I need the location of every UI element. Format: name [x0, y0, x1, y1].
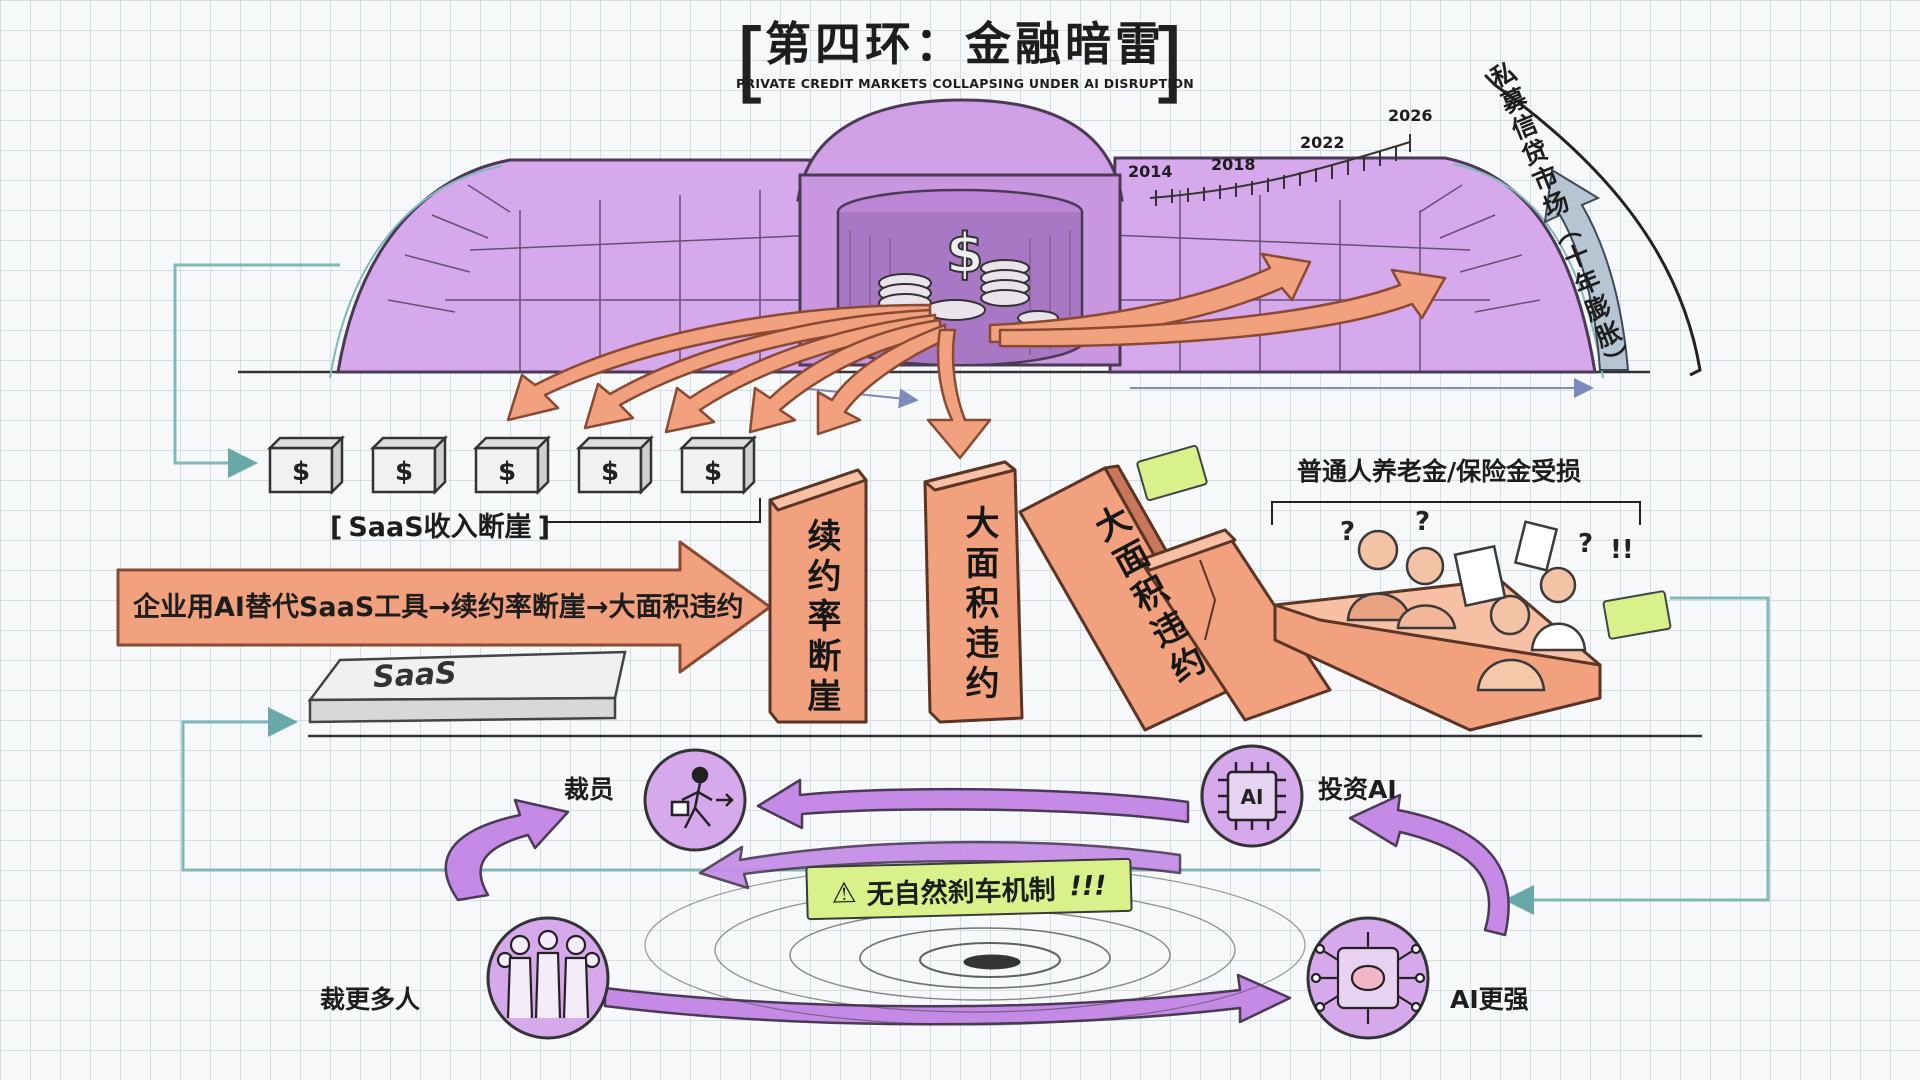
page-subtitle: PRIVATE CREDIT MARKETS COLLAPSING UNDER … — [735, 76, 1195, 91]
market-bracket — [1483, 73, 1702, 377]
timeline-tick-2026: 2026 — [1388, 106, 1433, 125]
warning-exclaim: !!! — [1069, 869, 1107, 902]
warning-icon: ⚠ — [831, 875, 858, 910]
cycle-arrows — [444, 778, 1510, 1026]
revenue-box: $ — [575, 434, 655, 496]
question-marks: ? ? ? !! — [1340, 507, 1634, 565]
vault-base-dimension — [799, 378, 1594, 409]
ai-chip-label: AI — [1241, 785, 1264, 809]
node-label-more-layoffs: 裁更多人 — [320, 985, 421, 1014]
title-block: 第四环：金融暗雷 PRIVATE CREDIT MARKETS COLLAPSI… — [730, 14, 1200, 91]
revenue-boxes-row: $ $ $ $ $ — [266, 434, 758, 496]
timeline-tick-2022: 2022 — [1300, 133, 1345, 152]
main-arrow-shape — [116, 540, 772, 674]
saas-tag: SaaS — [372, 655, 458, 696]
timeline-tick-2014: 2014 — [1128, 162, 1173, 181]
domino-label-renewal: 续约率断崖 — [801, 518, 841, 718]
revenue-box-dollar-icon: $ — [292, 457, 310, 487]
credit-flow-arrows — [506, 252, 1447, 460]
node-label-invest-ai: 投资AI — [1318, 775, 1397, 804]
growth-arrow — [1543, 168, 1630, 371]
title-right-bracket: ] — [1150, 10, 1185, 113]
ai-chip-icon — [1218, 762, 1286, 830]
worried-people-group — [1346, 520, 1587, 692]
page-title: 第四环：金融暗雷 — [765, 17, 1165, 71]
revenue-box: $ — [369, 434, 449, 496]
victims-bracket — [1271, 501, 1641, 525]
revenue-box-dollar-icon: $ — [395, 457, 413, 487]
saas-cliff-label: SaaS收入断崖 — [330, 505, 550, 544]
svg-text:?: ? — [1578, 529, 1593, 559]
node-label-layoff: 裁员 — [564, 775, 615, 804]
crowd-icon — [496, 929, 601, 1019]
layoff-node — [643, 748, 747, 852]
svg-text:?: ? — [1340, 517, 1355, 547]
svg-text:?: ? — [1415, 507, 1430, 537]
cliff-bracket — [545, 498, 761, 523]
revenue-box-dollar-icon: $ — [498, 457, 516, 487]
revenue-box: $ — [266, 434, 346, 496]
coin-dollar-icon: $ — [946, 222, 984, 285]
node-label-ai-stronger: AI更强 — [1450, 985, 1529, 1014]
warning-text: 无自然刹车机制 — [866, 874, 1057, 911]
saas-block — [307, 650, 627, 724]
right-feedback-line — [1504, 596, 1770, 915]
title-left-bracket: [ — [735, 10, 770, 113]
timeline-tick-2018: 2018 — [1211, 155, 1256, 174]
main-arrow-label: 企业用AI替代SaaS工具→续约率断崖→大面积违约 — [133, 592, 744, 623]
revenue-box: $ — [472, 434, 552, 496]
revenue-box-dollar-icon: $ — [704, 457, 722, 487]
revenue-box: $ — [678, 434, 758, 496]
svg-text:!!: !! — [1610, 535, 1634, 565]
ai-brain-icon — [1310, 932, 1426, 1024]
warning-tag: ⚠ 无自然刹车机制 !!! — [805, 857, 1133, 921]
domino-chain — [768, 460, 1602, 732]
victims-label: 普通人养老金/保险金受损 — [1297, 457, 1582, 486]
timeline-rail — [1149, 134, 1411, 206]
walking-person-icon — [670, 766, 734, 829]
revenue-box-dollar-icon: $ — [601, 457, 619, 487]
domino-label-default-1: 大面积违约 — [959, 505, 999, 705]
